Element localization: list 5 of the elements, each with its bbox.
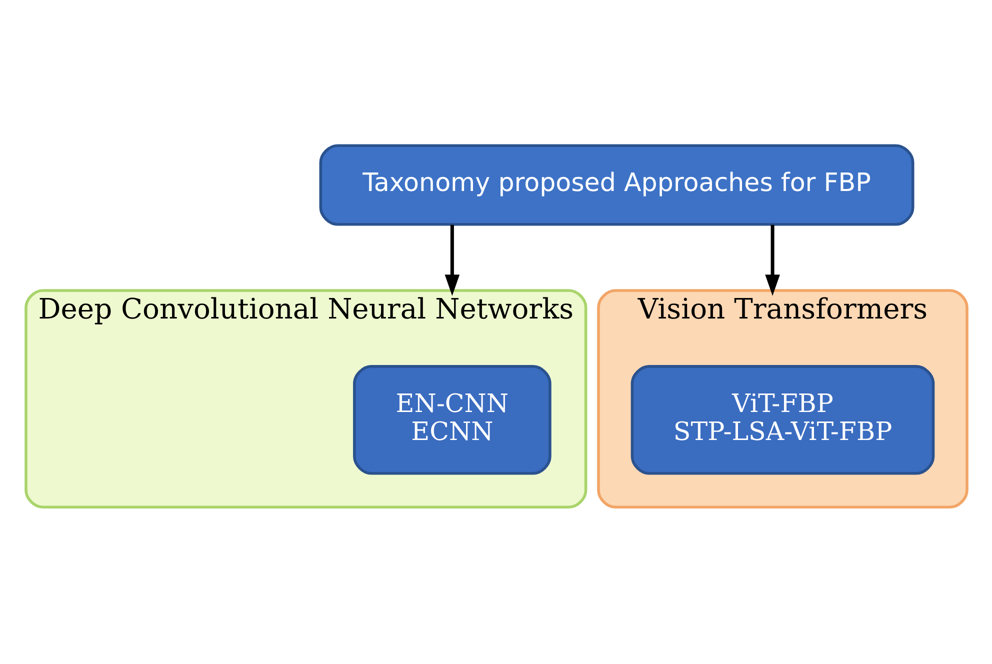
arrow (444, 224, 460, 296)
node-box: ViT-FBP STP-LSA-ViT-FBP (630, 365, 934, 475)
node-box: Taxonomy proposed Approaches for FBP (318, 144, 914, 226)
node-box: EN-CNN ECNN (352, 365, 551, 475)
arrow (764, 224, 780, 296)
